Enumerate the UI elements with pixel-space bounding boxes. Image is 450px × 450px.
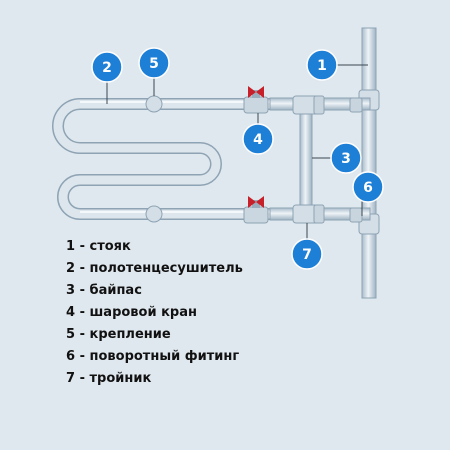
swivel-fittings xyxy=(349,97,363,223)
badge-number: 7 xyxy=(302,247,312,263)
tee-fittings xyxy=(292,95,325,224)
legend: 1 - стояк 2 - полотенцесушитель 3 - байп… xyxy=(66,236,243,390)
valve-handle-icon xyxy=(248,86,264,98)
legend-item: 3 - байпас xyxy=(66,283,142,298)
badge-number: 6 xyxy=(363,180,373,196)
badge-4: 4 xyxy=(242,123,274,155)
badge-number: 4 xyxy=(253,132,263,148)
badge-number: 5 xyxy=(149,56,159,72)
badge-1: 1 xyxy=(306,49,338,81)
badge-number: 1 xyxy=(317,58,327,74)
legend-item: 2 - полотенцесушитель xyxy=(66,261,243,276)
brackets xyxy=(145,95,163,223)
riser-pipe xyxy=(358,27,380,299)
legend-item: 6 - поворотный фитинг xyxy=(66,349,240,364)
legend-item: 5 - крепление xyxy=(66,327,171,342)
badge-7: 7 xyxy=(291,238,323,270)
badge-2: 2 xyxy=(91,51,123,83)
legend-item: 7 - тройник xyxy=(66,371,152,386)
badge-6: 6 xyxy=(352,171,384,203)
badge-number: 2 xyxy=(102,60,112,76)
badge-number: 3 xyxy=(341,151,351,167)
bypass-pipe xyxy=(299,107,313,213)
badge-5: 5 xyxy=(138,47,170,79)
badge-3: 3 xyxy=(330,142,362,174)
legend-item: 1 - стояк xyxy=(66,239,131,254)
ball-valves xyxy=(243,86,269,224)
legend-item: 4 - шаровой кран xyxy=(66,305,197,320)
valve-handle-icon xyxy=(248,196,264,208)
